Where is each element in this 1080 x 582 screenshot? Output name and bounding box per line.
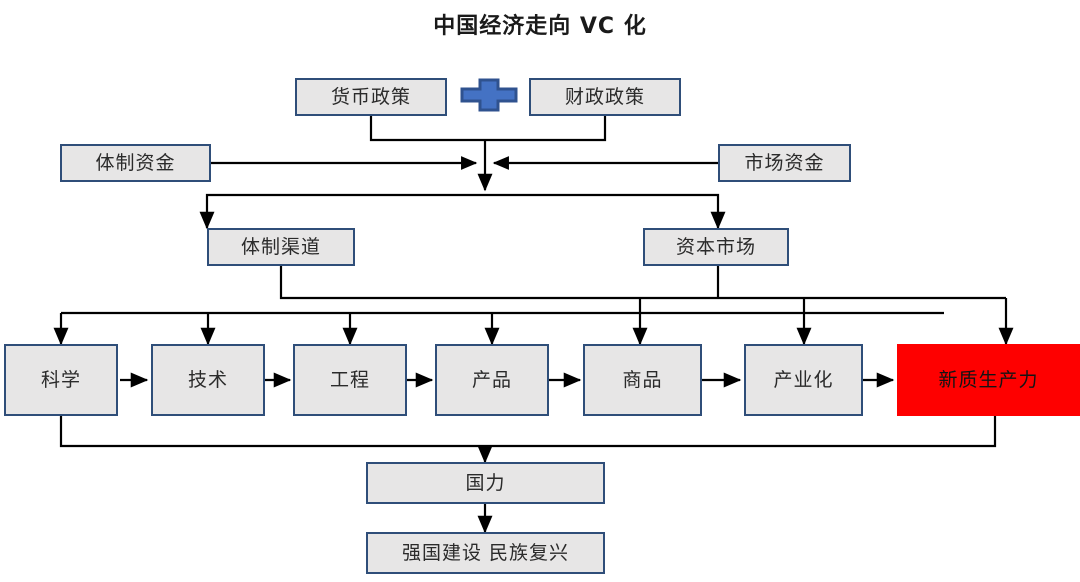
node-label: 产品 [471,368,512,391]
node-market-capital[interactable]: 市场资金 [718,144,851,182]
node-fiscal-policy[interactable]: 财政政策 [529,78,681,116]
node-label: 国力 [465,471,506,494]
wire-monetary-to-junction [369,116,485,142]
node-label: 财政政策 [564,85,645,108]
wire-return-bus [59,416,997,448]
node-capital-market[interactable]: 资本市场 [643,228,789,266]
node-institutional-capital[interactable]: 体制资金 [60,144,211,182]
node-industrialization[interactable]: 产业化 [744,344,863,416]
node-national-power[interactable]: 国力 [366,462,605,504]
node-label: 科学 [40,368,81,391]
wire-to-institutional-channel [199,193,485,230]
wire-institutional-channel-bus [279,266,1006,300]
node-monetary-policy[interactable]: 货币政策 [295,78,447,116]
node-national-rejuvenation[interactable]: 强国建设 民族复兴 [366,532,605,574]
node-institutional-channel[interactable]: 体制渠道 [207,228,355,266]
node-label: 资本市场 [675,235,756,258]
node-engineering[interactable]: 工程 [293,344,407,416]
node-label: 技术 [187,368,228,391]
node-label: 工程 [329,368,370,391]
page-title: 中国经济走向 VC 化 [433,14,647,39]
wire-fiscal-to-junction [485,116,607,142]
node-label: 商品 [622,368,663,391]
node-label: 强国建设 民族复兴 [401,541,570,564]
node-label: 体制资金 [95,151,176,174]
node-label: 新质生产力 [938,368,1039,391]
node-technology[interactable]: 技术 [151,344,265,416]
node-science[interactable]: 科学 [4,344,118,416]
node-product[interactable]: 产品 [435,344,549,416]
node-commodity[interactable]: 商品 [583,344,702,416]
node-label: 体制渠道 [240,235,321,258]
node-label: 市场资金 [744,151,825,174]
node-new-quality-productive-forces[interactable]: 新质生产力 [897,344,1080,416]
plus-sign-icon [460,78,518,112]
node-label: 货币政策 [330,85,411,108]
wire-to-capital-market [485,193,726,230]
node-label: 产业化 [773,368,834,391]
